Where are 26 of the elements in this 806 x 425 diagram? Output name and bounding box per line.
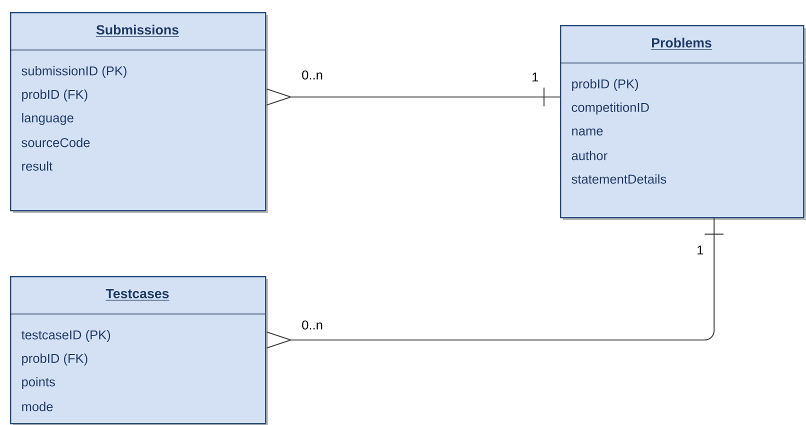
attribute-text: language (22, 113, 74, 125)
cardinality-label: 0..n (302, 320, 322, 330)
attribute-text: author (572, 150, 608, 160)
attribute-text: points (22, 377, 55, 389)
attribute-text: competitionID (572, 102, 649, 114)
entity-title: Problems (650, 38, 712, 50)
entity-box (10, 276, 268, 425)
entity-box (560, 25, 806, 220)
cardinality-label: 1 (698, 246, 704, 254)
attribute-text: testcaseID (PK) (21, 330, 110, 342)
entity-title: Submissions (96, 24, 180, 37)
relationship-line (266, 218, 724, 348)
attribute-text: result (22, 161, 52, 171)
attribute-text: probID (FK) (22, 354, 88, 366)
attribute-text: name (572, 128, 603, 136)
entity-box (10, 12, 268, 213)
attribute-text: statementDetails (572, 174, 666, 184)
attribute-text: submissionID (PK) (22, 66, 126, 78)
attribute-text: sourceCode (22, 138, 90, 148)
cardinality-label: 1 (532, 72, 538, 82)
attribute-text: probID (PK) (572, 79, 638, 91)
attribute-text: probID (FK) (22, 90, 88, 102)
cardinality-label: 0..n (302, 70, 322, 80)
attribute-text: mode (22, 402, 53, 412)
relationship-line (266, 88, 560, 106)
entity-title: Testcases (105, 289, 170, 300)
